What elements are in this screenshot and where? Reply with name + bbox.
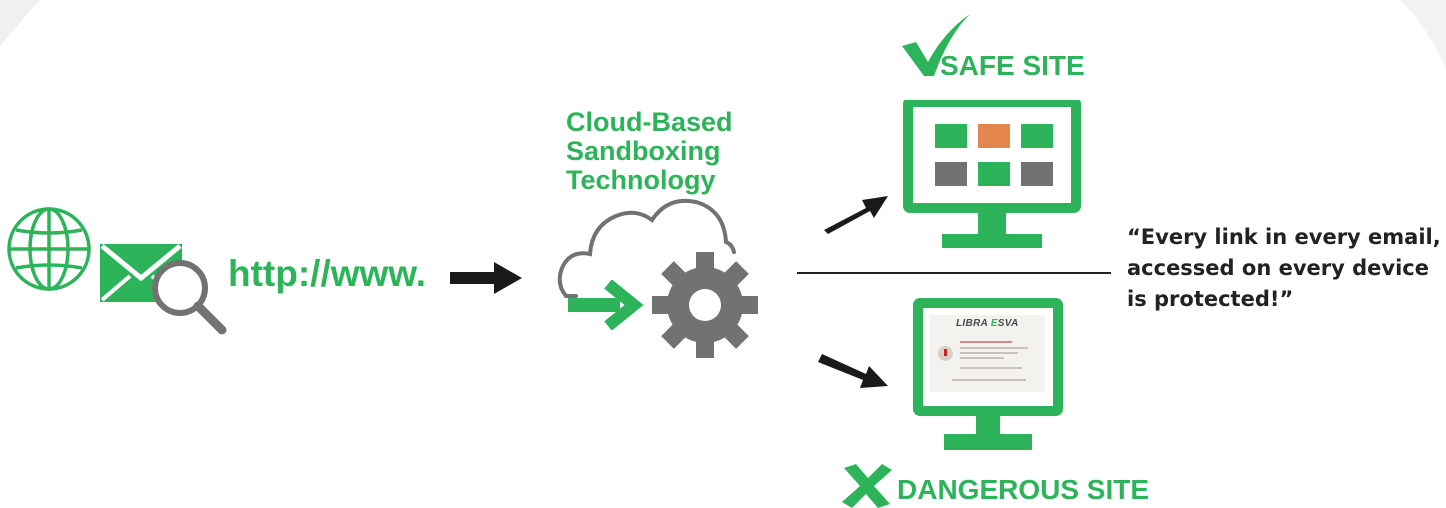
libraesva-logo: LIBRA ESVA xyxy=(956,318,1018,329)
divider-line xyxy=(797,272,1111,274)
text-line xyxy=(960,341,1012,343)
protection-quote: “Every link in every email, accessed on … xyxy=(1127,222,1441,315)
text-line xyxy=(960,357,1004,359)
text-line xyxy=(960,347,1028,349)
url-text: http://www. xyxy=(228,253,426,294)
arrow-right-icon xyxy=(450,262,522,294)
gear-icon xyxy=(652,252,758,358)
globe-icon xyxy=(7,207,91,291)
checkmark-icon xyxy=(902,14,970,76)
text-line xyxy=(960,352,1018,354)
logo-highlight: E xyxy=(990,318,998,329)
logo-suffix: SVA xyxy=(997,318,1019,329)
warning-icon xyxy=(938,346,953,361)
text-line xyxy=(952,379,1026,381)
safe-monitor-icon xyxy=(903,100,1081,248)
dangerous-site-label: DANGEROUS SITE xyxy=(897,474,1150,505)
sandbox-label-line: Cloud-Based xyxy=(566,107,733,137)
quote-line: accessed on every device xyxy=(1127,256,1429,280)
magnifier-icon xyxy=(152,260,227,335)
safe-site-label: SAFE SITE xyxy=(940,50,1085,81)
logo-prefix: LIBRA xyxy=(956,318,991,329)
sandbox-label-line: Sandboxing xyxy=(566,136,721,166)
warning-page-screenshot: LIBRA ESVA xyxy=(930,315,1045,392)
sandbox-label-line: Technology xyxy=(566,165,716,195)
arrow-up-right-icon xyxy=(824,196,888,234)
quote-line: is protected!” xyxy=(1127,287,1294,311)
cloud-icon xyxy=(557,198,736,298)
green-arrow-icon xyxy=(568,280,644,330)
arrow-down-right-icon xyxy=(818,354,888,388)
sandbox-label: Cloud-Based Sandboxing Technology xyxy=(566,108,733,195)
text-line xyxy=(960,367,1022,369)
cross-icon xyxy=(842,464,892,508)
quote-line: “Every link in every email, xyxy=(1127,225,1441,249)
